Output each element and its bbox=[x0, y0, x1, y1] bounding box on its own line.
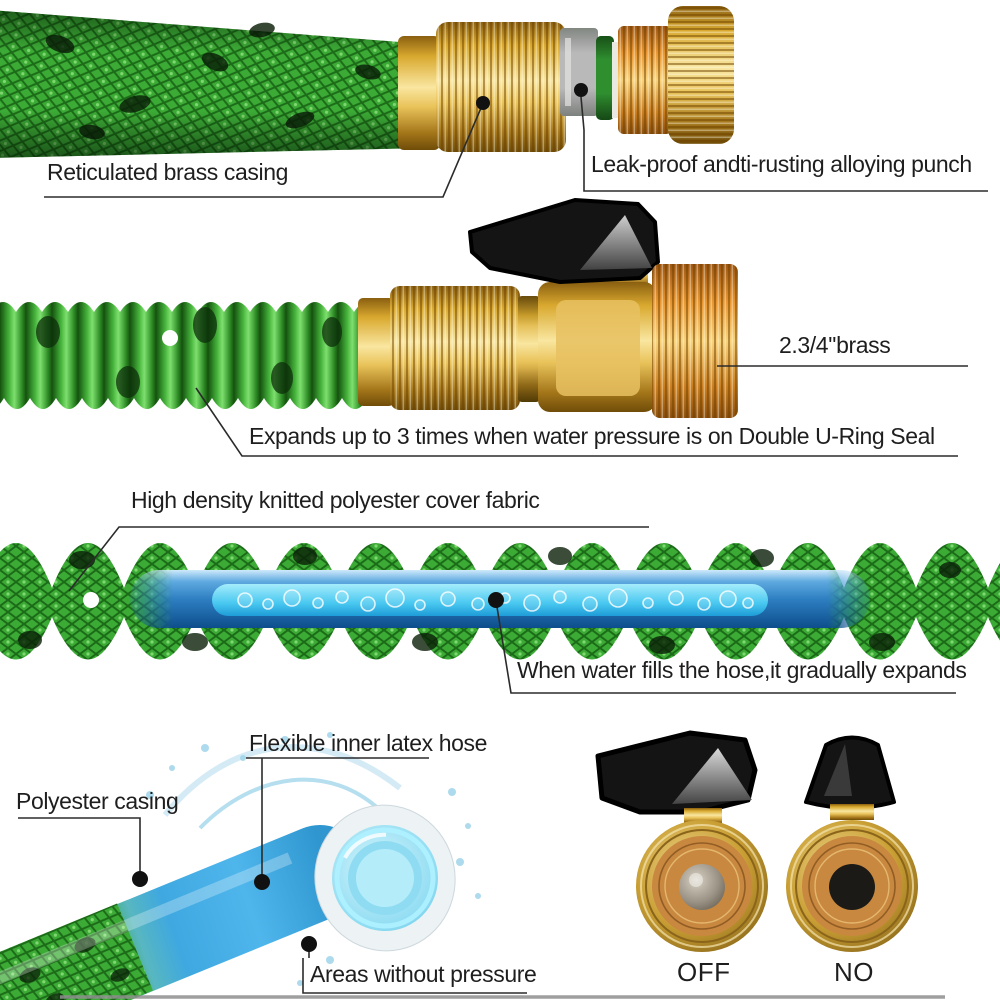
callout-dot-pressure bbox=[301, 936, 317, 952]
label-no-pressure: Areas without pressure bbox=[310, 961, 537, 987]
callout-lines-row3 bbox=[68, 526, 956, 694]
label-reticulated-brass-casing: Reticulated brass casing bbox=[47, 159, 288, 185]
label-inner-latex: Flexible inner latex hose bbox=[249, 730, 488, 756]
hose-row1 bbox=[0, 10, 432, 158]
callout-dot-latex bbox=[254, 874, 270, 890]
cutaway-hose bbox=[0, 732, 481, 1000]
callout-lines-row2 bbox=[195, 365, 968, 457]
brass-connector-row1 bbox=[398, 6, 734, 152]
hose-vent-dot bbox=[162, 330, 178, 346]
valve-assembly bbox=[358, 198, 738, 418]
valve-ball-closed bbox=[679, 864, 725, 910]
label-expands: Expands up to 3 times when water pressur… bbox=[249, 423, 935, 449]
hose-cross-section bbox=[314, 804, 456, 952]
hose-vent-dot-2 bbox=[83, 592, 99, 608]
callout-dot-casing bbox=[132, 871, 148, 887]
label-brass-size: 2.3/4''brass bbox=[779, 332, 891, 358]
valve-off-view bbox=[595, 730, 768, 952]
callout-lines-row1 bbox=[44, 96, 988, 198]
label-water-fills: When water fills the hose,it gradually e… bbox=[517, 657, 967, 683]
valve-no-view bbox=[786, 735, 918, 952]
label-valve-off: OFF bbox=[677, 957, 731, 987]
water-bubbles bbox=[237, 588, 754, 612]
label-cover-fabric: High density knitted polyester cover fab… bbox=[131, 487, 540, 513]
label-valve-no: NO bbox=[834, 957, 874, 987]
label-leakproof-punch: Leak-proof andti-rusting alloying punch bbox=[591, 151, 972, 177]
callout-dot-water bbox=[488, 592, 504, 608]
valve-lever-no bbox=[804, 735, 896, 810]
label-polyester-casing: Polyester casing bbox=[16, 788, 179, 814]
hose-row2-corrugated bbox=[0, 302, 380, 409]
callout-lines-bottom bbox=[18, 757, 527, 994]
water-droplets bbox=[146, 732, 481, 986]
valve-bore-open bbox=[829, 864, 875, 910]
callout-dot-brass-casing bbox=[476, 96, 490, 110]
callout-dot-leakproof bbox=[574, 83, 588, 97]
